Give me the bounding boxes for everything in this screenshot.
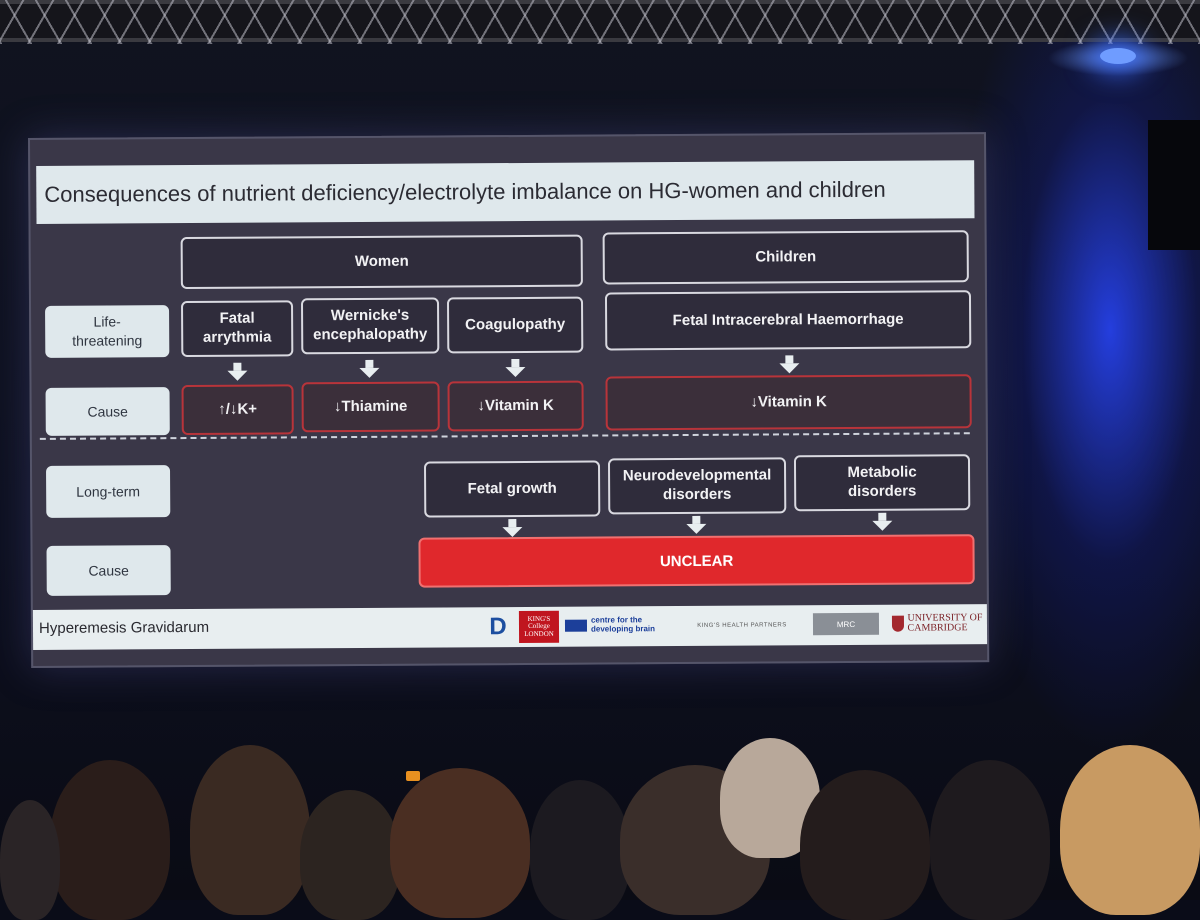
unclear-cause-bar: UNCLEAR <box>418 534 975 588</box>
cause-vitamin-k-women: ↓Vitamin K <box>447 380 584 432</box>
footer-title: Hyperemesis Gravidarum <box>38 618 210 637</box>
down-arrow-icon <box>686 516 706 534</box>
down-arrow-icon <box>872 513 892 531</box>
audience-head <box>50 760 170 920</box>
cambridge-text: UNIVERSITY OF CAMBRIDGE <box>907 611 983 634</box>
speaker-cabinet <box>1148 120 1200 250</box>
down-arrow-icon <box>505 359 525 377</box>
cause-vitamin-k-children: ↓Vitamin K <box>605 374 972 431</box>
condition-fetal-haemorrhage: Fetal Intracerebral Haemorrhage <box>604 290 972 351</box>
cause-thiamine: ↓Thiamine <box>301 381 440 433</box>
projection-screen: Consequences of nutrient deficiency/elec… <box>28 132 990 668</box>
developing-brain-text: centre for the developing brain <box>590 615 656 634</box>
down-arrow-icon <box>359 360 379 378</box>
audience-head <box>300 790 400 920</box>
row-label-long-term: Long-term <box>46 465 171 518</box>
condition-coagulopathy: Coagulopathy <box>446 296 584 354</box>
cambridge-logo: UNIVERSITY OF CAMBRIDGE <box>891 608 983 639</box>
cause-potassium: ↑/↓K+ <box>181 384 294 436</box>
lighting-truss <box>0 0 1200 44</box>
audience-head <box>1060 745 1200 915</box>
kings-health-partners-logo: KING'S HEALTH PARTNERS <box>697 622 787 629</box>
header-women: Women <box>180 234 583 290</box>
section-divider <box>39 432 970 440</box>
slide-footer: Hyperemesis Gravidarum D KING'S College … <box>32 604 988 650</box>
audience-head <box>800 770 930 920</box>
eu-flag-icon <box>564 619 588 632</box>
audience-head <box>0 800 60 920</box>
down-arrow-icon <box>779 355 799 373</box>
row-label-life-threatening: Life- threatening <box>45 305 170 358</box>
slide-title: Consequences of nutrient deficiency/elec… <box>36 160 975 224</box>
stage-spotlight <box>1100 48 1136 64</box>
row-label-cause: Cause <box>45 387 170 436</box>
kings-college-logo: KING'S College LONDON <box>518 610 560 644</box>
developing-brain-logo: centre for the developing brain <box>564 614 665 637</box>
audience-head <box>390 768 530 918</box>
longterm-neurodevelopmental: Neurodevelopmental disorders <box>607 457 787 515</box>
header-children: Children <box>602 230 969 285</box>
audience-head <box>190 745 310 915</box>
longterm-fetal-growth: Fetal growth <box>423 460 601 518</box>
down-arrow-icon <box>227 363 247 381</box>
audience-head <box>530 780 630 920</box>
d-logo-icon: D <box>489 613 507 641</box>
longterm-metabolic: Metabolic disorders <box>793 454 971 512</box>
audience-head <box>930 760 1050 920</box>
mrc-logo: MRC <box>812 612 880 636</box>
cambridge-shield-icon <box>891 615 904 632</box>
row-label-cause: Cause <box>46 545 171 596</box>
phone-screen <box>406 771 420 781</box>
condition-fatal-arrythmia: Fatal arrythmia <box>180 300 294 358</box>
down-arrow-icon <box>502 519 522 537</box>
condition-wernickes: Wernicke's encephalopathy <box>300 297 440 355</box>
